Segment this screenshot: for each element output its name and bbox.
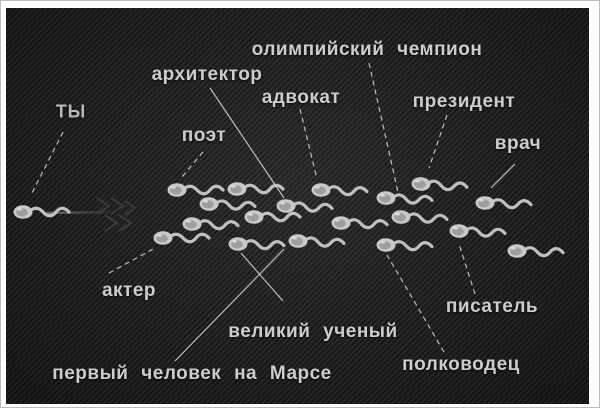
- label-lawyer: адвокат: [261, 87, 341, 108]
- label-military-commander: полководец: [402, 354, 520, 375]
- label-doctor: врач: [494, 133, 542, 154]
- label-actor: актер: [101, 280, 157, 301]
- label-architect: архитектор: [151, 64, 263, 85]
- label-olympic-champion: олимпийский чемпион: [251, 39, 483, 60]
- label-writer: писатель: [445, 296, 539, 317]
- label-poet: поэт: [181, 125, 227, 146]
- label-great-scientist: великий ученый: [228, 321, 398, 342]
- label-president: президент: [412, 91, 516, 112]
- label-first-man-on-mars: первый человек на Марсе: [52, 363, 332, 384]
- label-you: ТЫ: [55, 101, 87, 122]
